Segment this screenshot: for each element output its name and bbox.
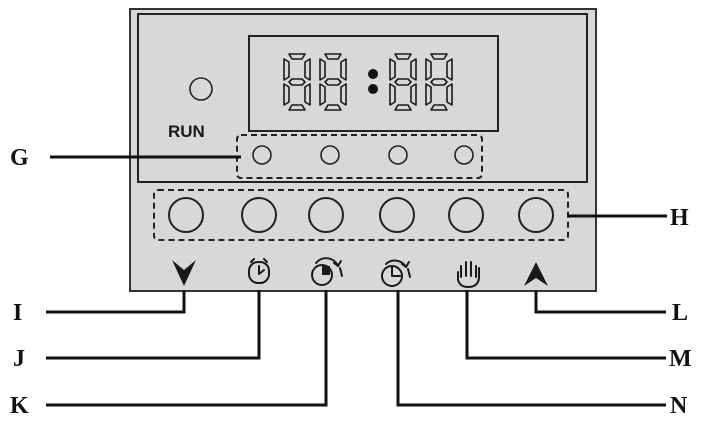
panel-button-6[interactable] bbox=[518, 197, 554, 233]
leader-line-l bbox=[534, 290, 666, 314]
callout-i: I bbox=[13, 300, 22, 326]
display-window bbox=[248, 35, 499, 132]
panel-button-1[interactable] bbox=[168, 197, 204, 233]
leader-line-i bbox=[46, 290, 186, 314]
leader-line-j bbox=[46, 290, 261, 360]
seven-segment-readout bbox=[283, 53, 453, 111]
status-led-group bbox=[252, 145, 474, 165]
seven-segment-digit bbox=[389, 53, 417, 111]
panel-button-4[interactable] bbox=[379, 197, 415, 233]
status-led-4 bbox=[454, 145, 474, 165]
seven-segment-digit bbox=[283, 53, 311, 111]
run-label: RUN bbox=[168, 122, 205, 141]
button-row bbox=[168, 197, 554, 233]
leader-line-n bbox=[396, 290, 666, 407]
panel-button-5[interactable] bbox=[448, 197, 484, 233]
down-arrow-icon bbox=[172, 260, 196, 286]
callout-h: H bbox=[670, 205, 689, 231]
seven-segment-digit bbox=[425, 53, 453, 111]
status-led-2 bbox=[320, 145, 340, 165]
callout-g: G bbox=[10, 145, 29, 171]
callout-l: L bbox=[672, 300, 688, 326]
callout-j: J bbox=[13, 346, 25, 372]
callout-n: N bbox=[670, 393, 688, 419]
status-led-3 bbox=[388, 145, 408, 165]
colon-dot-upper bbox=[368, 69, 378, 79]
callout-m: M bbox=[669, 346, 692, 372]
clock-icon bbox=[248, 258, 270, 284]
colon-dot-lower bbox=[368, 84, 378, 94]
run-indicator-led bbox=[189, 77, 213, 101]
callout-k: K bbox=[10, 393, 29, 419]
panel-button-3[interactable] bbox=[308, 197, 344, 233]
seven-segment-digit bbox=[319, 53, 347, 111]
leader-line-k bbox=[46, 290, 328, 407]
up-arrow-icon bbox=[524, 262, 548, 286]
leader-line-m bbox=[465, 290, 666, 360]
timer-on-icon bbox=[311, 257, 343, 286]
panel-button-2[interactable] bbox=[241, 197, 277, 233]
manual-hand-icon bbox=[457, 261, 480, 288]
timer-off-icon bbox=[381, 259, 411, 287]
status-led-1 bbox=[252, 145, 272, 165]
